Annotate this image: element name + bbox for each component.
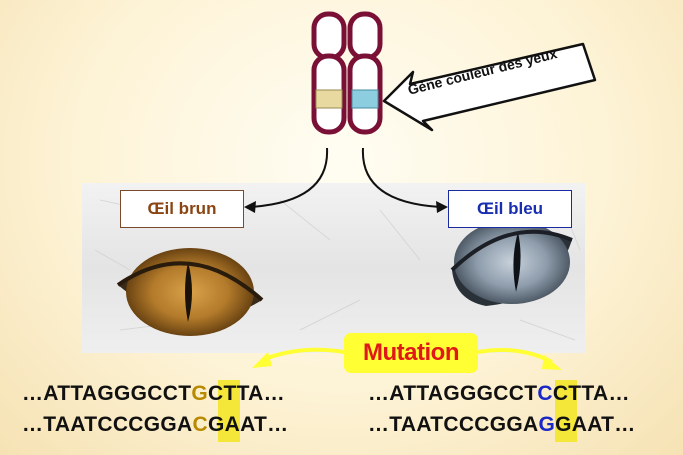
dna-right-strand-1: …ATTAGGGCCTCCTTA…: [368, 382, 630, 406]
highlight-left: [218, 380, 240, 442]
brown-eye: [116, 248, 264, 336]
allele-blue: [351, 89, 379, 109]
mutated-base: G: [538, 413, 556, 436]
chromosome-left: [311, 11, 347, 135]
dna-left-strand-2: …TAATCCCGGACGAAT…: [22, 413, 288, 437]
dna-sequence: GAAT…: [555, 413, 636, 436]
mutated-base: C: [537, 382, 553, 405]
dna-sequence: …ATTAGGGCCT: [22, 382, 192, 405]
blue-eye-label: Œil bleu: [448, 190, 572, 228]
blue-eye: [450, 220, 573, 306]
highlight-right: [555, 380, 577, 442]
dna-left-strand-1: …ATTAGGGCCTGCTTA…: [22, 382, 285, 406]
dna-sequence: CTTA…: [552, 382, 630, 405]
allele-brown: [315, 89, 343, 109]
mutation-label: Mutation: [344, 333, 478, 373]
mutation-arrows: [252, 347, 562, 370]
dna-right-strand-2: …TAATCCCGGAGGAAT…: [368, 413, 636, 437]
dna-sequence: CTTA…: [207, 382, 285, 405]
arrow-head-brown: [244, 201, 256, 213]
dna-sequence: …ATTAGGGCCT: [368, 382, 538, 405]
mutated-base: G: [191, 382, 208, 405]
chromosome-pair: [311, 11, 383, 135]
gene-callout-arrow: [382, 42, 597, 132]
mutated-base: C: [192, 413, 208, 436]
arrow-head-blue: [436, 201, 448, 213]
chromosome-to-eye-arrows: [249, 147, 441, 208]
dna-sequence: …TAATCCCGGA: [22, 413, 193, 436]
chromosome-right: [347, 11, 383, 135]
dna-sequence: …TAATCCCGGA: [368, 413, 539, 436]
brown-eye-label: Œil brun: [120, 190, 244, 228]
dna-sequence: GAAT…: [207, 413, 289, 436]
